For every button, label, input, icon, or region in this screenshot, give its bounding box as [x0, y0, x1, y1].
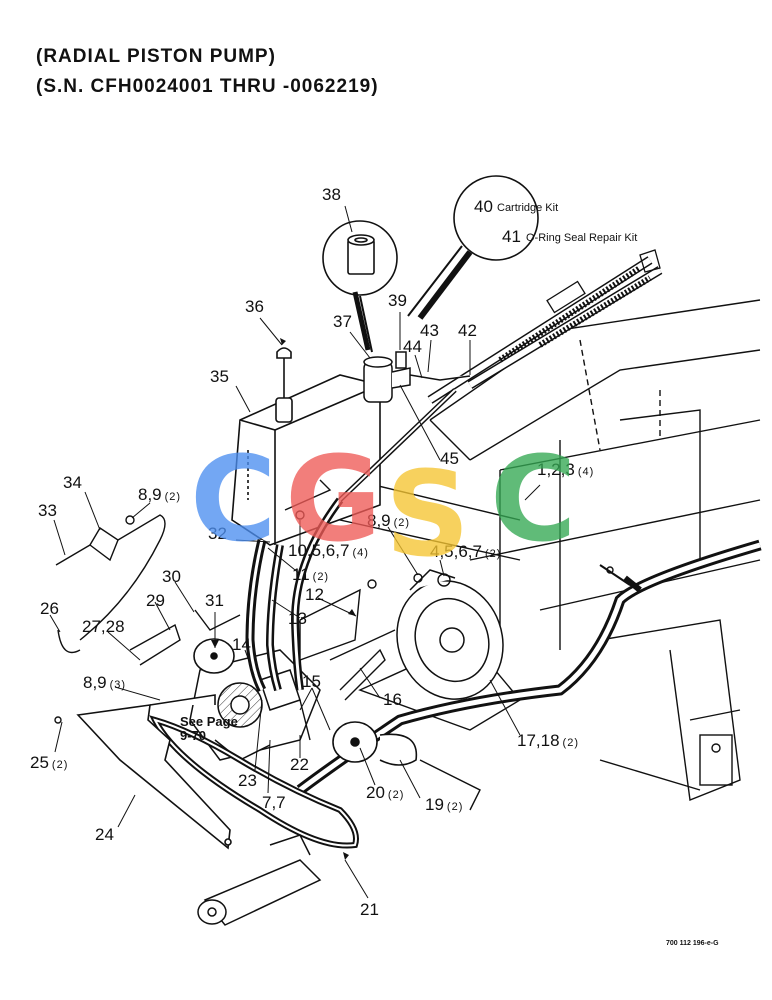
callout-44: 44 — [403, 337, 422, 356]
callout-8-9-c: 8,9(3) — [83, 673, 126, 692]
callout-24: 24 — [95, 825, 114, 844]
belt-shield — [76, 694, 232, 850]
machine-frame — [249, 299, 761, 811]
pulley-31 — [193, 638, 235, 674]
leader-lines — [49, 205, 541, 899]
callout-1-2-3: 1,2,3(4) — [537, 460, 594, 479]
callout-27-28: 27,28 — [82, 617, 125, 636]
callout-26: 26 — [40, 599, 59, 618]
callout-38: 38 — [322, 185, 341, 204]
callout-45: 45 — [440, 449, 459, 468]
callout-16: 16 — [383, 690, 402, 709]
callout-12: 12 — [305, 585, 324, 604]
watermark-letter-g: G — [285, 430, 382, 568]
callout-21: 21 — [360, 900, 379, 919]
watermark-letter-c2: C — [490, 430, 577, 568]
callout-31: 31 — [205, 591, 224, 610]
callout-37: 37 — [333, 312, 352, 331]
watermark-logo: C G S C — [190, 430, 577, 583]
callout-7-7: 7,7 — [262, 793, 286, 812]
pulley-20 — [332, 721, 418, 766]
callout-25: 25(2) — [30, 753, 68, 772]
callout-33: 33 — [38, 501, 57, 520]
kit-bubble-text: 40 Cartridge Kit 41 O-Ring Seal Repair K… — [474, 197, 637, 246]
callout-41: 41 — [502, 227, 521, 246]
see-page-note: See Page 9-70 — [180, 714, 238, 743]
diagram-title-line1: (RADIAL PISTON PUMP) — [36, 46, 276, 67]
callout-19: 19(2) — [425, 795, 463, 814]
pointer-arrows — [211, 338, 356, 860]
callout-11: 11(2) — [292, 565, 329, 584]
radial-piston-pump — [189, 649, 321, 761]
see-page-line2: 9-70 — [180, 728, 206, 743]
watermark-letter-c1: C — [190, 430, 277, 568]
callout-8-9-a: 8,9(2) — [138, 485, 181, 504]
callout-14: 14 — [232, 635, 251, 654]
lower-cylinder — [197, 834, 322, 926]
callout-34: 34 — [63, 473, 82, 492]
kit-detail-bubble — [407, 175, 539, 320]
gearbox-sheave — [396, 569, 504, 700]
see-page-line1: See Page — [180, 714, 238, 729]
callout-29: 29 — [146, 591, 165, 610]
callout-23: 23 — [238, 771, 257, 790]
watermark-letter-s: S — [385, 445, 470, 583]
callout-39: 39 — [388, 291, 407, 310]
filter-housing — [363, 351, 471, 403]
callout-labels: 38 36 37 39 43 44 42 35 45 1,2,3(4) 34 3… — [30, 185, 594, 919]
callout-17-18: 17,18(2) — [517, 731, 579, 750]
filter-element-detail — [322, 220, 398, 353]
callout-10-5-6-7: 10,5,6,7(4) — [288, 541, 369, 560]
callout-32: 32 — [208, 524, 227, 543]
o-ring-kit-label: O-Ring Seal Repair Kit — [526, 232, 637, 244]
callout-30: 30 — [162, 567, 181, 586]
callout-15: 15 — [302, 672, 321, 691]
callout-20: 20(2) — [366, 783, 404, 802]
callout-40: 40 — [474, 197, 493, 216]
diagram-title-line2: (S.N. CFH0024001 THRU -0062219) — [36, 76, 379, 97]
callout-13: 13 — [288, 609, 307, 628]
callout-43: 43 — [420, 321, 439, 340]
callout-42: 42 — [458, 321, 477, 340]
cartridge-kit-label: Cartridge Kit — [497, 202, 558, 214]
figure-code: 700 112 196-e-G — [666, 940, 719, 947]
drive-belt — [149, 715, 359, 849]
callout-8-9-b: 8,9(2) — [367, 511, 410, 530]
callout-4-5-6-7: 4,5,6,7(2) — [430, 542, 501, 561]
callout-36: 36 — [245, 297, 264, 316]
callout-22: 22 — [290, 755, 309, 774]
callout-35: 35 — [210, 367, 229, 386]
linkage-parts — [54, 479, 614, 741]
